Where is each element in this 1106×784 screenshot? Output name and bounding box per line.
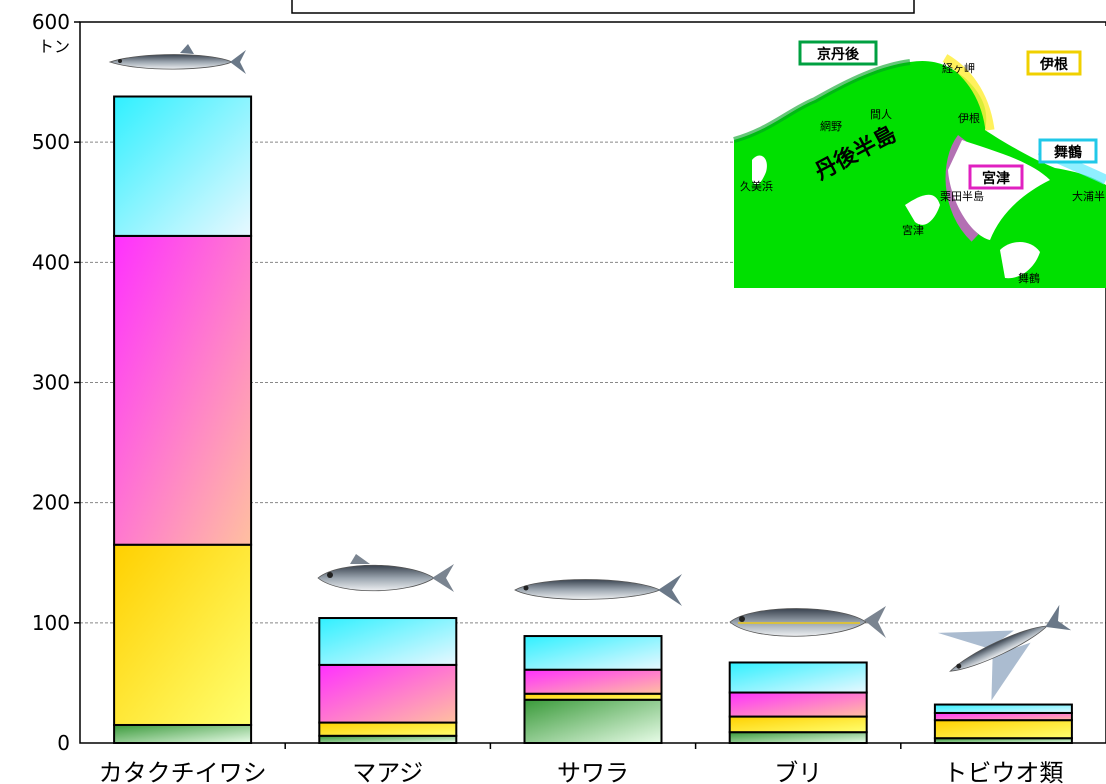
map-maizuru-bay [1000, 242, 1040, 279]
map-region-label: 京丹後 [817, 46, 860, 63]
x-tick-label: トビウオ類 [943, 759, 1063, 784]
bar-segment [318, 721, 458, 737]
map-coast-glow-green [733, 59, 911, 143]
bar-segment [933, 719, 1073, 740]
map-place-label: 宮津 [902, 223, 924, 237]
y-tick-labels: 0 100 200 300 400 500 600 [32, 10, 80, 755]
map-place-label: 栗田半島 [940, 189, 984, 203]
bar-segment [933, 703, 1073, 714]
y-tick-label: 200 [32, 491, 70, 515]
map-place-label: 大浦半島 [1072, 189, 1106, 203]
bar-segment [318, 617, 458, 666]
y-tick-label: 0 [57, 731, 70, 755]
bar-segment [113, 234, 253, 546]
bar-segment [523, 668, 663, 695]
x-tick-label: ブリ [774, 759, 822, 784]
bar-segment [523, 635, 663, 671]
map-region-box [968, 164, 1024, 190]
map-region-label: 宮津 [982, 170, 1010, 187]
x-tick-labels: カタクチイワシ マアジ サワラ ブリ トビウオ類 [99, 759, 1064, 784]
map-place-labels: 経ヶ岬間人網野伊根久美浜栗田半島宮津大浦半島舞鶴 [740, 62, 1106, 285]
map-region-box [798, 40, 878, 66]
map-place-label: 久美浜 [740, 180, 773, 193]
flying-fish-illustration [937, 604, 1072, 701]
map-region-box [1026, 50, 1082, 76]
map-coast-glow-yellow [942, 54, 995, 131]
map-land [734, 60, 1106, 289]
y-tick-label: 500 [32, 130, 70, 154]
map-place-label: 網野 [820, 119, 842, 133]
map-place-label: 伊根 [958, 111, 980, 125]
map-lake [752, 155, 767, 185]
map-place-label: 間人 [870, 108, 892, 121]
y-tick-label: 400 [32, 250, 70, 274]
map-region-label: 舞鶴 [1054, 144, 1082, 161]
x-tick-label: サワラ [557, 759, 629, 784]
spanish-mackerel-illustration [514, 574, 682, 606]
x-axis [284, 743, 902, 749]
y-unit-label: トン [38, 37, 70, 56]
x-tick-label: マアジ [352, 759, 423, 784]
bar-segment [113, 543, 253, 726]
anchovy-illustration [108, 44, 246, 74]
map-region-box [1038, 138, 1098, 164]
bar-segment [113, 723, 253, 744]
map-place-label: 舞鶴 [1018, 271, 1040, 285]
bar-segment [728, 661, 868, 694]
bars [113, 95, 1073, 745]
y-tick-label: 600 [32, 10, 70, 34]
y-tick-label: 300 [32, 371, 70, 395]
bar-segment [728, 715, 868, 734]
horse-mackerel-illustration [317, 554, 454, 592]
x-tick-label: カタクチイワシ [99, 759, 267, 784]
bar-segment [318, 734, 458, 744]
yellowtail-illustration [729, 606, 886, 638]
bar-segment [933, 711, 1073, 722]
map-region-label: 伊根 [1039, 56, 1069, 73]
y-tick-label: 100 [32, 611, 70, 635]
map-place-label: 経ヶ岬 [942, 62, 975, 75]
bar-segment [728, 691, 868, 718]
bar-segment [728, 731, 868, 744]
map-lagoon [905, 194, 940, 225]
bar-segment [318, 663, 458, 724]
bar-segment [523, 698, 663, 744]
bar-segment [113, 95, 253, 237]
title-box [291, 0, 915, 14]
